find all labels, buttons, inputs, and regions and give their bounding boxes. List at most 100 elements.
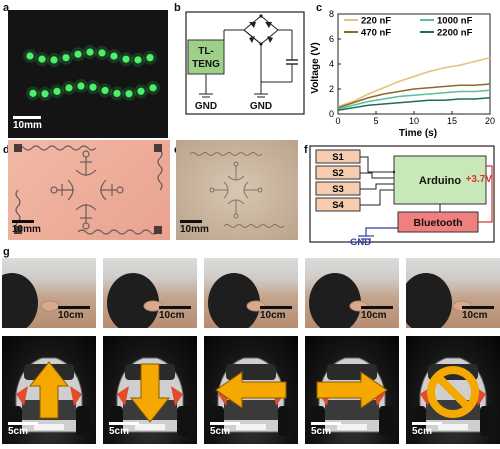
panel-label-d: d: [3, 144, 10, 156]
teng-label-line1: TL-: [198, 46, 214, 57]
scale-bar-a: 10mm: [13, 116, 42, 131]
car-photo-3: 5cm: [204, 336, 298, 444]
led-icon: [41, 90, 49, 98]
y-axis-label: Voltage (V): [310, 42, 321, 93]
led-icon: [77, 82, 85, 90]
teng-label-line2: TENG: [192, 59, 220, 70]
series-line-220-nf: [337, 56, 491, 108]
arm-photo-4: 10cm: [305, 258, 399, 328]
scale-bar-arm: 10cm: [462, 306, 494, 321]
scale-bar-car: 5cm: [210, 422, 240, 437]
panel-label-a: a: [3, 2, 10, 14]
arm-photo-3: 10cm: [204, 258, 298, 328]
arm-photo-5: 10cm: [406, 258, 500, 328]
y-tick-label: 2: [329, 84, 334, 94]
power-voltage-label: +3.7V: [466, 174, 493, 185]
led-icon: [89, 83, 97, 91]
led-icon: [74, 50, 82, 58]
car-photo-1: 5cm: [2, 336, 96, 444]
sensor-label: S1: [332, 152, 344, 163]
x-tick-label: 20: [485, 116, 495, 126]
arm-photo-2: 10cm: [103, 258, 197, 328]
led-icon: [146, 54, 154, 62]
arm-photo-1: 10cm: [2, 258, 96, 328]
led-array-photo: 10mm: [8, 10, 168, 138]
legend-entry: 470 nF: [361, 28, 391, 39]
led-icon: [110, 52, 118, 60]
diode-icon: [265, 22, 272, 28]
panel-label-f: f: [304, 144, 308, 156]
arduino-label: Arduino: [419, 175, 461, 187]
anchor-electrode-pattern-e: [189, 152, 285, 228]
sensor-pattern-photo-d: 10mm: [8, 140, 170, 240]
scale-bar-arm: 10cm: [260, 306, 292, 321]
led-icon: [122, 55, 130, 63]
led-icon: [62, 54, 70, 62]
arrow-right-icon: [316, 371, 388, 409]
rectifier-circuit-diagram: TL- TENG GND GND: [185, 11, 305, 115]
y-tick-label: 8: [329, 9, 334, 19]
scale-bar-car: 5cm: [109, 422, 139, 437]
series-line-2200-nf: [337, 96, 491, 112]
scale-bar-car: 5cm: [311, 422, 341, 437]
led-icon: [53, 87, 61, 95]
led-icon: [125, 90, 133, 98]
car-photo-4: 5cm: [305, 336, 399, 444]
led-icon: [86, 48, 94, 56]
x-tick-label: 15: [447, 116, 457, 126]
anchor-electrode-pattern-d: [14, 144, 163, 235]
sensor-label: S2: [332, 168, 344, 179]
legend-entry: 1000 nF: [437, 16, 473, 27]
sensor-label: S3: [332, 184, 344, 195]
sensor-label: S4: [332, 200, 344, 211]
scale-bar-d: 10mm: [12, 220, 41, 235]
led-icon: [38, 55, 46, 63]
stop-icon: [427, 366, 479, 418]
arduino-box: [393, 155, 487, 205]
x-axis-label: Time (s): [399, 128, 437, 139]
series-line-470-nf: [337, 83, 491, 109]
x-tick-label: 5: [373, 116, 378, 126]
led-array: [23, 45, 160, 101]
x-tick-label: 0: [335, 116, 340, 126]
led-icon: [134, 56, 142, 64]
gnd-label-left: GND: [195, 101, 217, 112]
led-icon: [50, 56, 58, 64]
legend-entry: 220 nF: [361, 16, 391, 27]
teng-source-box: [187, 39, 225, 75]
led-icon: [26, 52, 34, 60]
diode-icon: [249, 22, 256, 28]
y-tick-label: 0: [329, 109, 334, 119]
panel-label-b: b: [174, 2, 181, 14]
scale-bar-car: 5cm: [412, 422, 442, 437]
diode-icon: [249, 36, 255, 43]
gnd-label-f: GND: [350, 237, 371, 246]
legend-entry: 2200 nF: [437, 28, 473, 39]
bluetooth-label: Bluetooth: [414, 217, 463, 229]
led-icon: [149, 84, 157, 92]
y-tick-label: 6: [329, 34, 334, 44]
scale-bar-arm: 10cm: [58, 306, 90, 321]
led-icon: [113, 89, 121, 98]
y-tick-label: 4: [329, 59, 334, 69]
x-tick-label: 10: [409, 116, 419, 126]
led-icon: [29, 89, 37, 97]
led-icon: [137, 87, 145, 95]
panel-label-c: c: [316, 2, 323, 14]
scale-bar-car: 5cm: [8, 422, 38, 437]
skin-sensor-photo-e: 10mm: [176, 140, 298, 240]
arrow-left-icon: [215, 371, 287, 409]
scale-bar-e: 10mm: [180, 220, 209, 235]
arrow-up-icon: [28, 361, 70, 419]
car-photo-2: 5cm: [103, 336, 197, 444]
arrow-down-icon: [129, 363, 171, 423]
led-icon: [98, 49, 106, 57]
panel-label-g: g: [3, 246, 10, 258]
car-photo-5: 5cm: [406, 336, 500, 444]
series-line-1000-nf: [337, 89, 491, 110]
gnd-label-mid: GND: [250, 101, 272, 112]
scale-bar-arm: 10cm: [159, 306, 191, 321]
led-icon: [65, 84, 73, 92]
